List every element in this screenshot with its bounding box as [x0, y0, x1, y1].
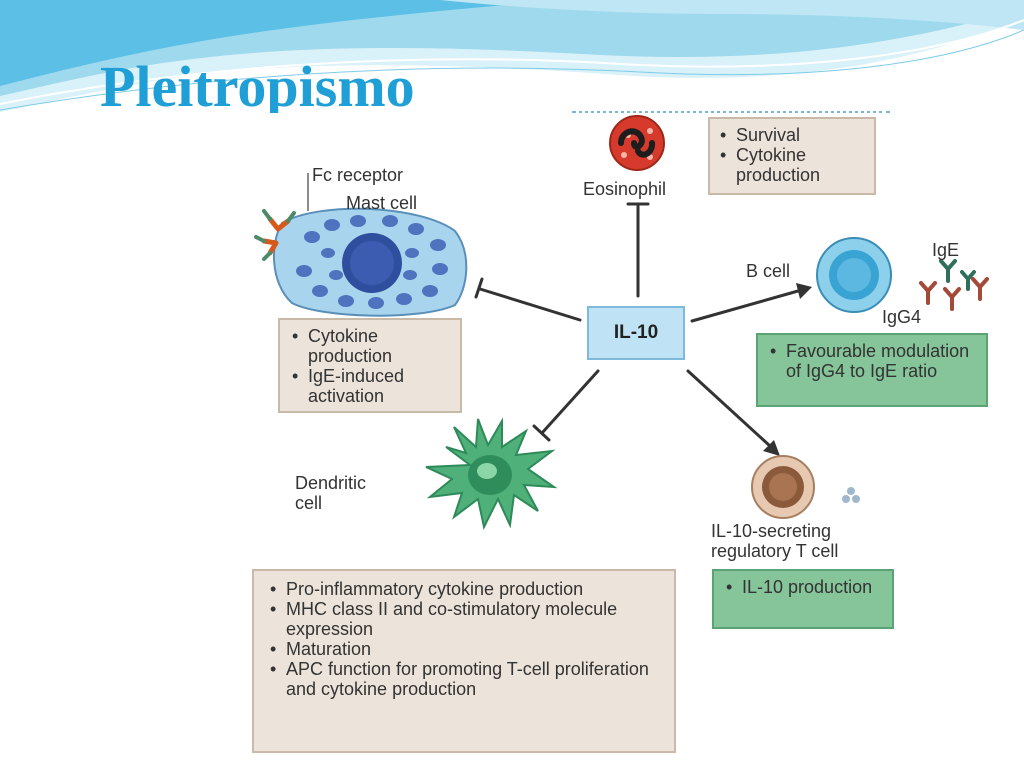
ige-label: IgE — [932, 240, 960, 260]
il10-pleiotropy-diagram: IL-10 Eosinophil Survival Cytokine produ… — [240, 113, 1020, 759]
mast-cell-icon — [254, 173, 468, 317]
dendritic-effect: Maturation — [268, 639, 666, 659]
il10-center-box: IL-10 — [587, 306, 685, 360]
inhibit-bar-dendritic — [532, 424, 551, 442]
treg-effects-box: IL-10 production — [712, 569, 894, 629]
b-cell-icon — [816, 237, 892, 313]
dendritic-effect: Pro-inflammatory cytokine production — [268, 579, 666, 599]
fc-receptor-label: Fc receptor — [312, 165, 404, 185]
antibody-icons — [919, 259, 989, 311]
igg4-label: IgG4 — [882, 307, 922, 327]
dendritic-effect: APC function for promoting T-cell prolif… — [268, 659, 666, 699]
inhibit-line-dendritic — [540, 369, 600, 435]
mast-cell-effects-box: Cytokine production IgE-induced activati… — [278, 318, 462, 413]
arrowhead-b-cell — [796, 283, 812, 299]
inhibit-line-mast-cell — [478, 287, 582, 322]
mast-cell-effect: IgE-induced activation — [290, 366, 454, 406]
diagram-graphics — [254, 115, 989, 530]
treg-effect: IL-10 production — [724, 577, 884, 597]
inhibit-bar-mast-cell — [474, 277, 484, 299]
treg-label: IL-10-secreting regulatory T cell — [711, 521, 839, 561]
eosinophil-effects-box: Survival Cytokine production — [708, 117, 876, 195]
arrow-line-treg — [686, 369, 772, 448]
arrowhead-treg — [763, 440, 780, 456]
regulatory-t-cell-icon — [751, 455, 860, 519]
b-cell-effects-box: Favourable modulation of IgG4 to IgE rat… — [756, 333, 988, 407]
arrow-line-b-cell — [690, 289, 800, 323]
b-cell-label: B cell — [746, 261, 791, 281]
eosinophil-cell-icon — [609, 115, 665, 171]
eosinophil-effect: Cytokine production — [718, 145, 868, 185]
title-divider — [572, 111, 890, 114]
eosinophil-label: Eosinophil — [583, 179, 667, 199]
mast-cell-label: Mast cell — [346, 193, 418, 213]
mast-cell-effect: Cytokine production — [290, 326, 454, 366]
eosinophil-effect: Survival — [718, 125, 868, 145]
slide-title: Pleitropismo — [100, 54, 415, 119]
dendritic-effect: MHC class II and co-stimulatory molecule… — [268, 599, 666, 639]
header-wave-banner — [0, 0, 1024, 112]
dendritic-cell-label: Dendritic cell — [295, 473, 367, 513]
dendritic-cell-effects-box: Pro-inflammatory cytokine production MHC… — [252, 569, 676, 753]
b-cell-effect: Favourable modulation of IgG4 to IgE rat… — [768, 341, 978, 381]
dendritic-cell-icon — [425, 417, 558, 530]
